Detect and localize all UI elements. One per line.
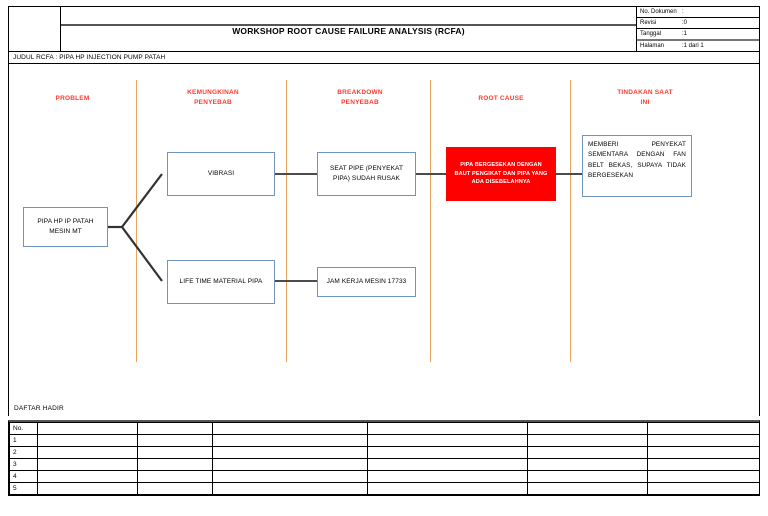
meta-label-halaman: Halaman bbox=[640, 43, 665, 49]
row-cell-1[interactable] bbox=[37, 458, 138, 471]
row-cell-5[interactable] bbox=[527, 470, 648, 483]
connector-lines bbox=[107, 173, 582, 282]
row-number: 1 bbox=[9, 434, 38, 447]
table-row: 3 bbox=[9, 458, 759, 471]
meta-label-tanggal: Tanggal bbox=[640, 31, 662, 37]
page-title: WORKSHOP ROOT CAUSE FAILURE ANALYSIS (RC… bbox=[228, 26, 469, 36]
row-cell-2[interactable] bbox=[137, 470, 213, 483]
row-cell-1[interactable] bbox=[37, 434, 138, 447]
table-header-col-5[interactable] bbox=[527, 422, 648, 435]
row-number: 2 bbox=[9, 446, 38, 459]
document-meta: No. Dokumen : Revisi : 0 Tanggal : 1 Hal… bbox=[637, 7, 759, 51]
row-number: 3 bbox=[9, 458, 38, 471]
row-number: 5 bbox=[9, 482, 38, 495]
row-cell-6 bbox=[647, 482, 759, 495]
row-number: 4 bbox=[9, 470, 38, 483]
row-cell-1[interactable] bbox=[37, 446, 138, 459]
row-cell-5[interactable] bbox=[527, 434, 648, 447]
meta-row-revisi: Revisi : 0 bbox=[637, 18, 759, 29]
column-header-problem: PROBLEM bbox=[55, 95, 90, 102]
row-cell-2[interactable] bbox=[137, 458, 213, 471]
meta-sep-tanggal: : bbox=[682, 31, 684, 37]
row-cell-4[interactable] bbox=[367, 446, 528, 459]
attendance-table: No. 1 2 bbox=[9, 422, 759, 495]
logo-cell bbox=[9, 7, 61, 51]
row-cell-6 bbox=[647, 446, 759, 459]
meta-sep-halaman: : bbox=[682, 43, 684, 49]
table-header-col-4[interactable] bbox=[367, 422, 528, 435]
meta-value-revisi: 0 bbox=[683, 20, 688, 26]
row-cell-4[interactable] bbox=[367, 482, 528, 495]
table-header-col-2[interactable] bbox=[137, 422, 213, 435]
row-cell-6 bbox=[647, 470, 759, 483]
table-header-row: No. bbox=[9, 422, 759, 435]
meta-label-no-dokumen: No. Dokumen bbox=[640, 9, 677, 15]
node-breakdown-seat-pipe[interactable]: SEAT PIPE (PENYEKAT PIPA) SUDAH RUSAK bbox=[317, 152, 416, 196]
column-divider-2 bbox=[286, 80, 287, 362]
row-cell-3[interactable] bbox=[212, 458, 368, 471]
meta-value-halaman: 1 dari 1 bbox=[683, 43, 704, 49]
row-cell-1[interactable] bbox=[37, 470, 138, 483]
row-cell-2[interactable] bbox=[137, 482, 213, 495]
node-breakdown-jam-kerja[interactable]: JAM KERJA MESIN 17733 bbox=[317, 267, 416, 297]
title-cell: WORKSHOP ROOT CAUSE FAILURE ANALYSIS (RC… bbox=[61, 7, 637, 51]
row-cell-4[interactable] bbox=[367, 434, 528, 447]
meta-value-tanggal: 1 bbox=[683, 31, 688, 37]
column-divider-4 bbox=[570, 80, 571, 362]
diagram-body: PROBLEM KEMUNGKINAN PENYEBAB BREAKDOWN P… bbox=[8, 64, 760, 416]
meta-row-halaman: Halaman : 1 dari 1 bbox=[637, 41, 759, 51]
table-header-no: No. bbox=[9, 422, 38, 435]
row-cell-5[interactable] bbox=[527, 458, 648, 471]
meta-row-no-dokumen: No. Dokumen : bbox=[637, 7, 759, 18]
column-header-root-cause: ROOT CAUSE bbox=[478, 95, 524, 102]
row-cell-3[interactable] bbox=[212, 470, 368, 483]
table-row: 2 bbox=[9, 446, 759, 459]
table-row: 5 bbox=[9, 482, 759, 495]
row-cell-2[interactable] bbox=[137, 434, 213, 447]
row-cell-2[interactable] bbox=[137, 446, 213, 459]
attendance-label: DAFTAR HADIR bbox=[14, 405, 64, 412]
document-header: WORKSHOP ROOT CAUSE FAILURE ANALYSIS (RC… bbox=[8, 6, 760, 52]
row-cell-4[interactable] bbox=[367, 458, 528, 471]
row-cell-3[interactable] bbox=[212, 482, 368, 495]
rcfa-subtitle: JUDUL RCFA : PIPA HP INJECTION PUMP PATA… bbox=[8, 52, 760, 64]
row-cell-6 bbox=[647, 458, 759, 471]
node-action-tindakan[interactable]: MEMBERI PENYEKAT SEMENTARA DENGAN FAN BE… bbox=[582, 135, 692, 197]
column-header-kemungkinan-penyebab: KEMUNGKINAN PENYEBAB bbox=[187, 89, 239, 106]
table-header-col-3[interactable] bbox=[212, 422, 368, 435]
node-cause-life-time-material[interactable]: LIFE TIME MATERIAL PIPA bbox=[167, 260, 275, 304]
node-cause-vibrasi[interactable]: VIBRASI bbox=[167, 152, 275, 196]
column-header-tindakan-saat-ini: TINDAKAN SAAT INI bbox=[617, 89, 673, 106]
meta-row-tanggal: Tanggal : 1 bbox=[637, 29, 759, 41]
row-cell-5[interactable] bbox=[527, 482, 648, 495]
column-divider-3 bbox=[430, 80, 431, 362]
table-header-col-1[interactable] bbox=[37, 422, 138, 435]
node-problem[interactable]: PIPA HP IP PATAH MESIN MT bbox=[23, 207, 108, 247]
attendance-table-wrap: No. 1 2 bbox=[8, 420, 760, 496]
meta-sep-no-dokumen: : bbox=[682, 9, 684, 15]
row-cell-4[interactable] bbox=[367, 470, 528, 483]
table-row: 1 bbox=[9, 434, 759, 447]
column-divider-1 bbox=[136, 80, 137, 362]
node-root-cause[interactable]: PIPA BERGESEKAN DENGAN BAUT PENGIKAT DAN… bbox=[446, 147, 556, 201]
row-cell-6 bbox=[647, 434, 759, 447]
row-cell-1[interactable] bbox=[37, 482, 138, 495]
column-header-breakdown-penyebab: BREAKDOWN PENYEBAB bbox=[337, 89, 383, 106]
table-header-col-6 bbox=[647, 422, 759, 435]
row-cell-5[interactable] bbox=[527, 446, 648, 459]
row-cell-3[interactable] bbox=[212, 434, 368, 447]
meta-label-revisi: Revisi bbox=[640, 20, 657, 26]
title-rule bbox=[61, 24, 636, 26]
meta-sep-revisi: : bbox=[682, 20, 684, 26]
row-cell-3[interactable] bbox=[212, 446, 368, 459]
table-row: 4 bbox=[9, 470, 759, 483]
